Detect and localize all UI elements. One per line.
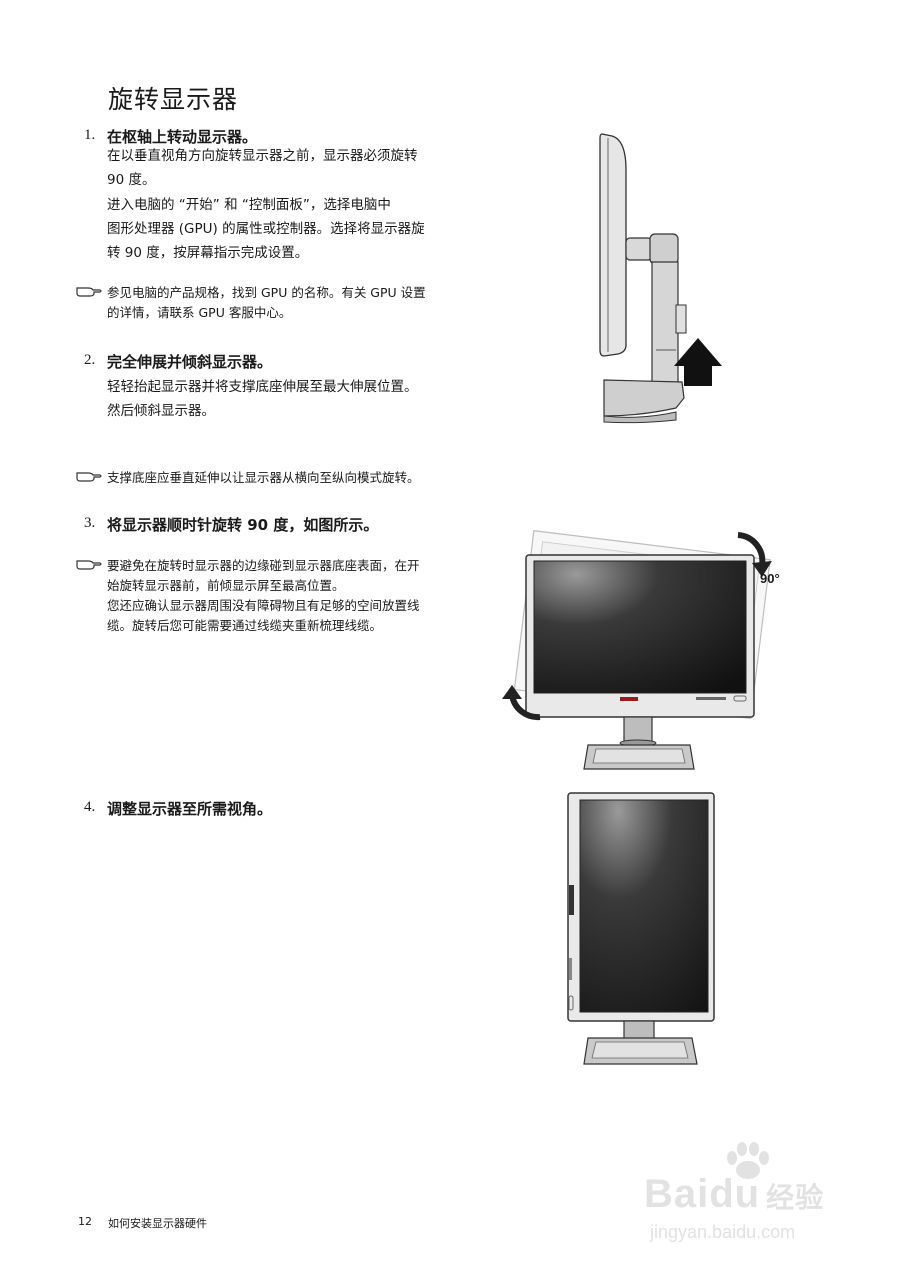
page-title: 旋转显示器 [108,85,239,114]
step-1-heading: 在枢轴上转动显示器。 [107,128,258,146]
step-3-heading: 将显示器顺时针旋转 90 度，如图所示。 [107,516,379,534]
step-2-paragraph: 轻轻抬起显示器并将支撑底座伸展至最大伸展位置。 然后倾斜显示器。 [107,375,418,423]
monitor-side-view-illustration [599,133,722,424]
pointing-hand-icon [76,560,102,570]
text-line: 图形处理器 (GPU) 的属性或控制器。选择将显示器旋 [107,221,425,237]
text-line: 然后倾斜显示器。 [107,403,215,419]
text-line: 要避免在旋转时显示器的边缘碰到显示器底座表面，在开 [107,558,420,573]
step-1-paragraph-2: 进入电脑的 “开始” 和 “控制面板”，选择电脑中 图形处理器 (GPU) 的属… [107,193,425,265]
text-line: 在以垂直视角方向旋转显示器之前，显示器必须旋转 [107,148,418,164]
text-line: 90 度。 [107,172,156,188]
text-line: 您还应确认显示器周围没有障碍物且有足够的空间放置线 [107,598,420,613]
note-stand: 支撑底座应垂直延伸以让显示器从横向至纵向模式旋转。 [107,470,420,485]
watermark-brand-mid: du [709,1172,761,1216]
text-line: 轻轻抬起显示器并将支撑底座伸展至最大伸展位置。 [107,379,418,395]
step-1-paragraph-1: 在以垂直视角方向旋转显示器之前，显示器必须旋转 90 度。 [107,144,418,192]
footer-section-title: 如何安装显示器硬件 [108,1217,207,1230]
text-line: 转 90 度，按屏幕指示完成设置。 [107,245,309,261]
text-line: 参见电脑的产品规格，找到 GPU 的名称。有关 GPU 设置 [107,285,426,300]
step-1-number: 1. [84,127,96,143]
page-number: 12 [78,1215,92,1228]
text-line: 的详情，请联系 GPU 客服中心。 [107,305,292,320]
step-3-number: 3. [84,515,96,531]
note-gpu: 参见电脑的产品规格，找到 GPU 的名称。有关 GPU 设置 的详情，请联系 G… [107,283,426,323]
monitor-portrait-illustration [567,792,715,1065]
step-4-number: 4. [84,799,96,815]
watermark-brand-right: 经验 [766,1182,825,1213]
monitor-rotation-illustration [502,530,772,770]
step-4-heading: 调整显示器至所需视角。 [107,800,273,818]
rotation-angle-label: 90° [760,571,780,586]
pointing-hand-icon [76,287,102,297]
note-rotation: 要避免在旋转时显示器的边缘碰到显示器底座表面，在开 始旋转显示器前，前倾显示屏至… [107,556,420,636]
step-2-heading: 完全伸展并倾斜显示器。 [107,353,273,371]
watermark-url: jingyan.baidu.com [650,1222,796,1242]
watermark-brand-left: Bai [644,1172,710,1216]
paw-icon [727,1142,769,1179]
pointing-hand-icon [76,472,102,482]
text-line: 缆。旋转后您可能需要通过线缆夹重新梳理线缆。 [107,618,383,633]
text-line: 始旋转显示器前，前倾显示屏至最高位置。 [107,578,345,593]
text-line: 进入电脑的 “开始” 和 “控制面板”，选择电脑中 [107,197,391,213]
step-2-number: 2. [84,352,96,368]
